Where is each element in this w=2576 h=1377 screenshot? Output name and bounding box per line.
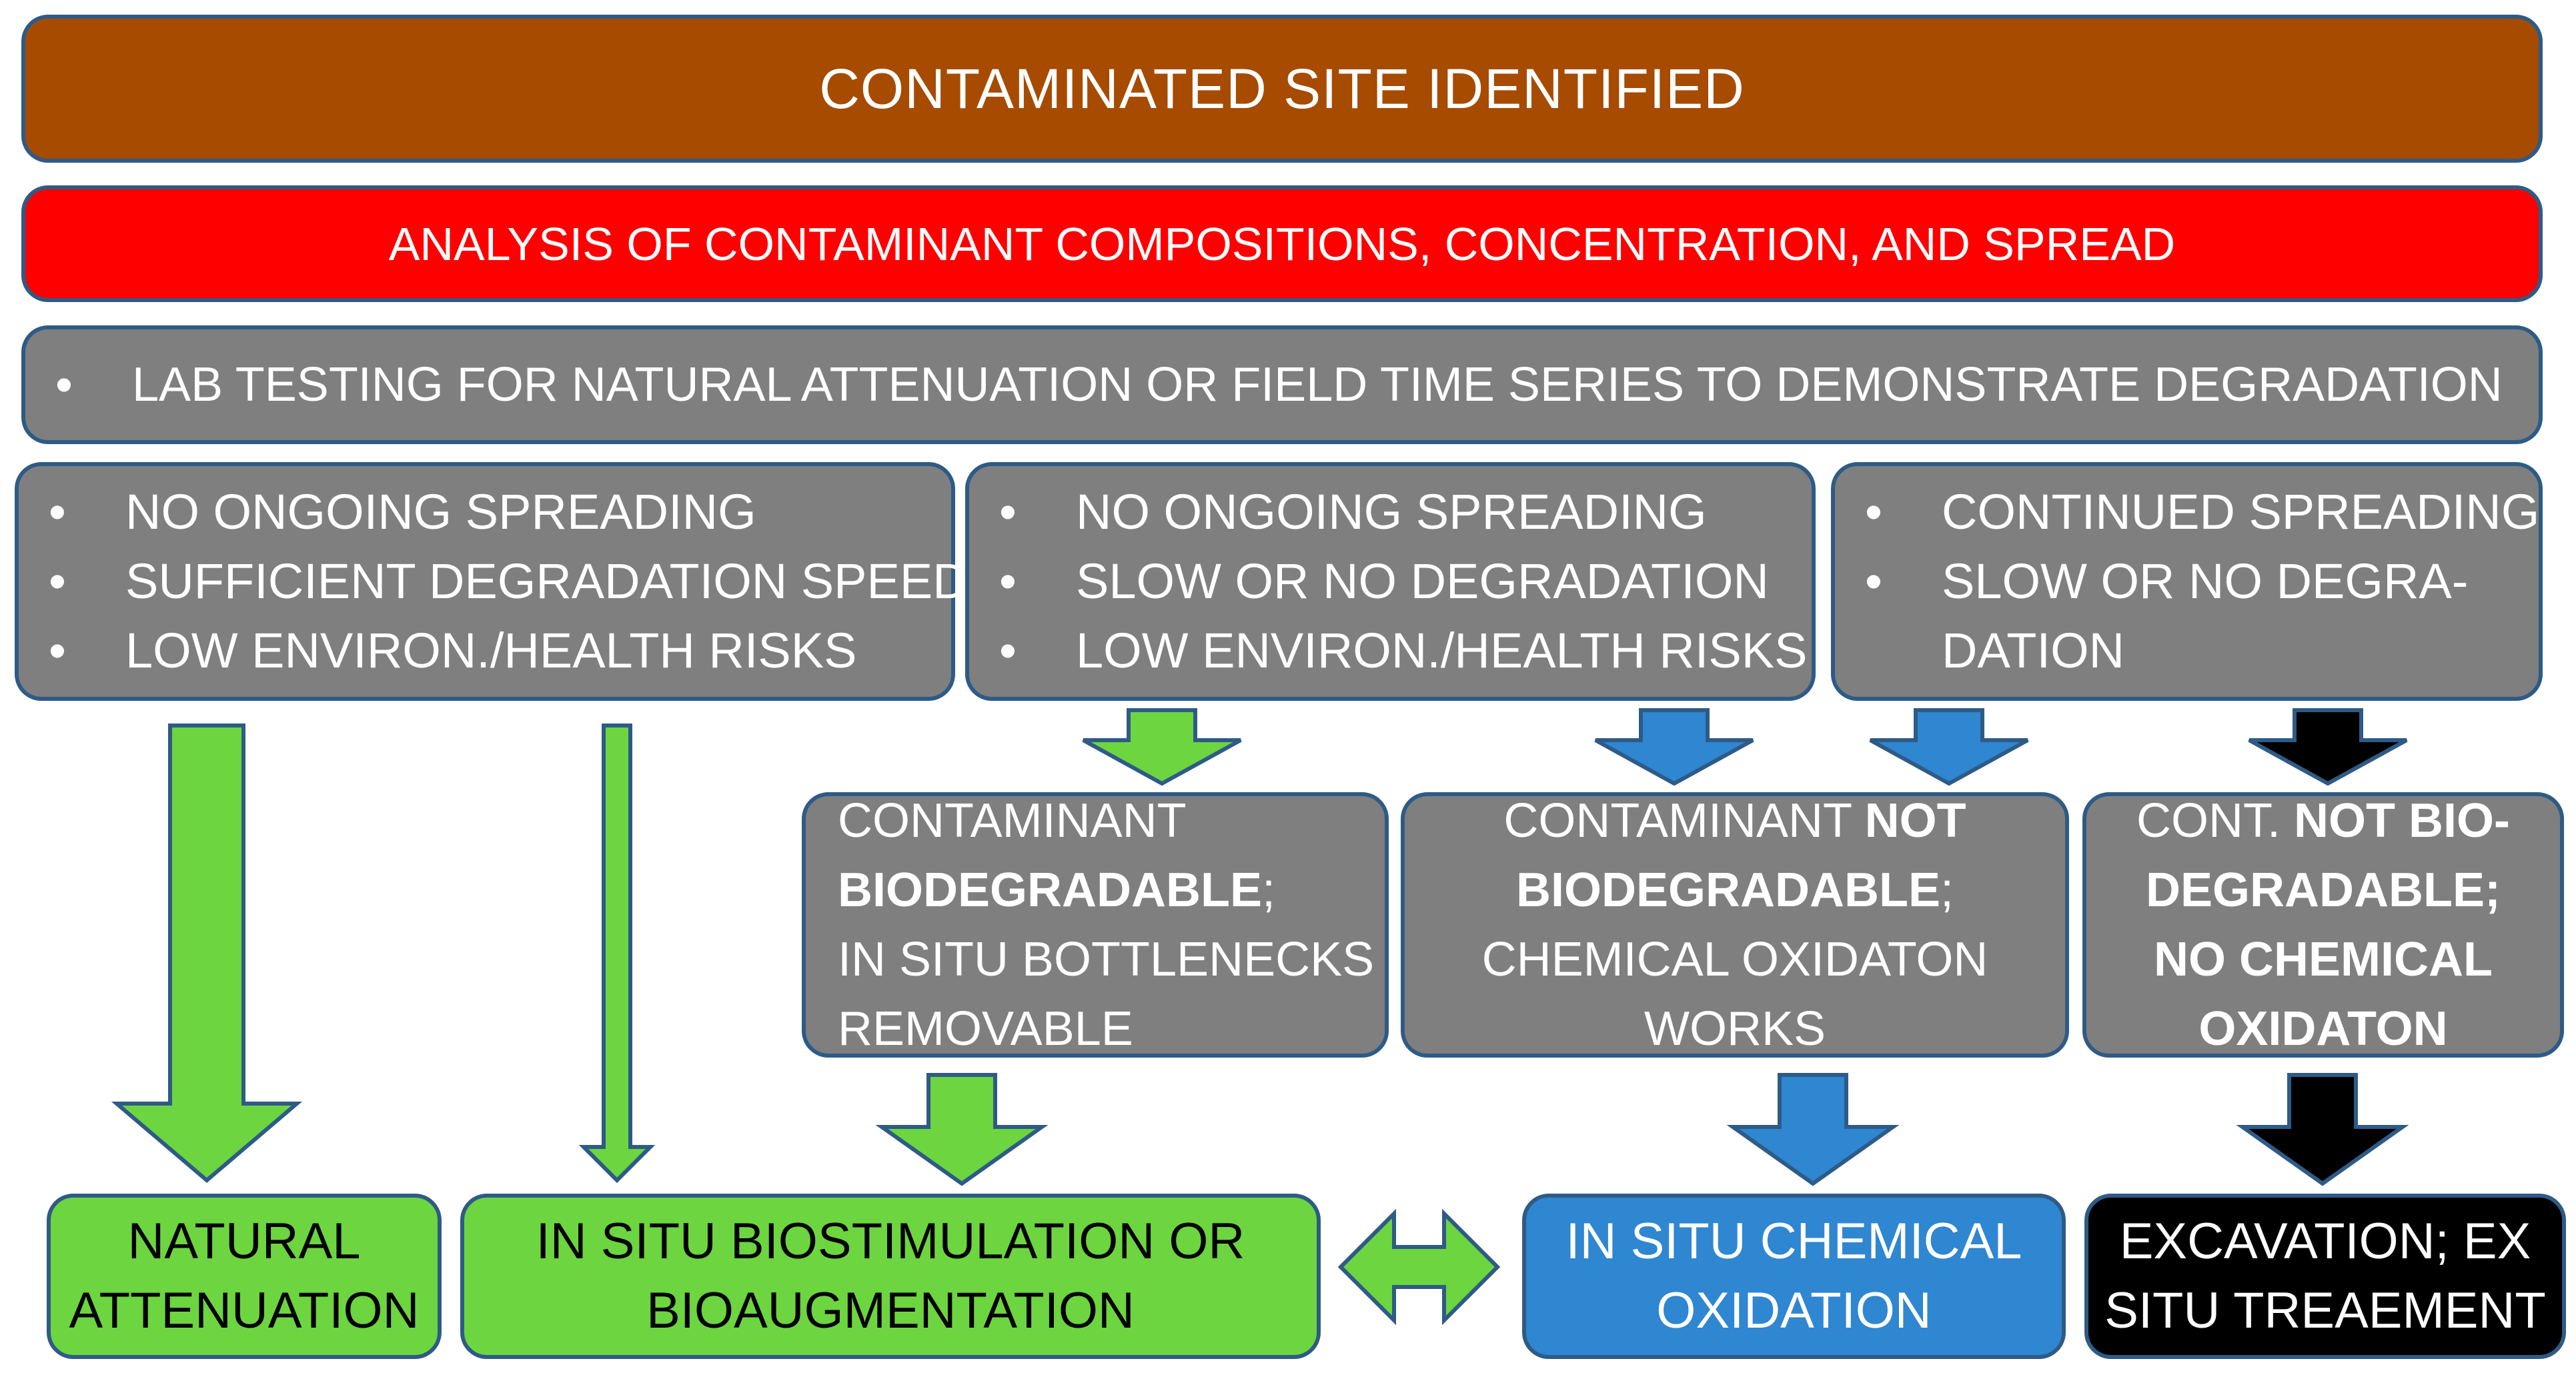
arrow-to-not-biodegradable-1: [1594, 708, 1754, 786]
condition-biodegradable-line3: IN SITU BOTTLENECKS: [838, 933, 1375, 986]
contaminated-site-banner: CONTAMINATED SITE IDENTIFIED: [21, 15, 2543, 163]
outcome-biostimulation-line1: IN SITU BIOSTIMULATION OR: [536, 1213, 1245, 1270]
scenario-2-item: NO ONGOING SPREADING: [969, 477, 1808, 547]
condition-not-biodegradable-plain: CONTAMINANT: [1503, 794, 1865, 848]
scenario-box-2: NO ONGOING SPREADING SLOW OR NO DEGRADAT…: [965, 462, 1816, 701]
scenario-1-item: NO ONGOING SPREADING: [19, 477, 969, 547]
condition-biodegradable-line1: CONTAMINANT: [838, 794, 1187, 848]
condition-no-option-box: CONT. NOT BIO- DEGRADABLE; NO CHEMICAL O…: [2082, 792, 2564, 1058]
scenario-2-item: LOW ENVIRON./HEALTH RISKS: [969, 616, 1808, 685]
outcome-chemical-oxidation: IN SITU CHEMICAL OXIDATION: [1522, 1194, 2066, 1359]
outcome-excavation-line2: SITU TREAEMENT: [2104, 1282, 2546, 1339]
scenario-3-item: CONTINUED SPREADING: [1835, 477, 2539, 547]
condition-not-biodegradable-semicolon: ;: [1940, 864, 1954, 917]
outcome-natural-attenuation-line2: ATTENUATION: [69, 1282, 420, 1339]
arrow-to-not-biodegradable-2: [1869, 708, 2029, 786]
condition-no-option-bold2: DEGRADABLE;: [2146, 864, 2501, 917]
condition-no-option-line1: CONT. NOT BIO-: [2136, 786, 2510, 856]
arrow-to-chemical-oxidation: [1726, 1073, 1900, 1186]
arrow-to-biostimulation-thin: [578, 724, 656, 1184]
outcome-excavation: EXCAVATION; EX SITU TREAEMENT: [2084, 1194, 2566, 1359]
scenario-3-item: DATION: [1942, 623, 2125, 678]
condition-biodegradable-line4: REMOVABLE: [838, 1002, 1133, 1056]
arrow-to-natural-attenuation: [111, 724, 303, 1183]
outcome-biostimulation-line2: BIOAUGMENTATION: [646, 1282, 1135, 1339]
arrow-to-no-option: [2248, 708, 2408, 786]
outcome-excavation-line1: EXCAVATION; EX: [2119, 1213, 2531, 1270]
lab-testing-box: LAB TESTING FOR NATURAL ATTENUATION OR F…: [21, 325, 2543, 444]
analysis-text: ANALYSIS OF CONTAMINANT COMPOSITIONS, CO…: [388, 217, 2176, 270]
condition-biodegradable-line2: BIODEGRADABLE;: [838, 856, 1385, 925]
outcome-chemical-oxidation-line2: OXIDATION: [1656, 1282, 1932, 1339]
scenario-box-3: CONTINUED SPREADING SLOW OR NO DEGRA- DA…: [1831, 462, 2543, 701]
condition-no-option-bold4: OXIDATON: [2198, 1002, 2448, 1056]
condition-not-biodegradable-line2: BIODEGRADABLE;: [1516, 856, 1954, 925]
analysis-banner: ANALYSIS OF CONTAMINANT COMPOSITIONS, CO…: [21, 185, 2543, 302]
condition-biodegradable-semicolon: ;: [1262, 864, 1276, 917]
outcome-natural-attenuation: NATURAL ATTENUATION: [47, 1194, 442, 1359]
arrow-biodegradable-to-biostimulation: [875, 1073, 1049, 1186]
condition-not-biodegradable-line4: WORKS: [1644, 1002, 1826, 1056]
condition-biodegradable-bold: BIODEGRADABLE: [838, 864, 1263, 917]
scenario-1-item: LOW ENVIRON./HEALTH RISKS: [19, 616, 969, 685]
scenario-1-item: SUFFICIENT DEGRADATION SPEED: [19, 547, 969, 616]
arrow-to-excavation: [2236, 1073, 2409, 1186]
condition-not-biodegradable-line3: CHEMICAL OXIDATON: [1481, 933, 1988, 986]
double-arrow-bio-chemical: [1337, 1208, 1501, 1326]
condition-no-option-bold3: NO CHEMICAL: [2154, 933, 2493, 986]
scenario-box-1: NO ONGOING SPREADING SUFFICIENT DEGRADAT…: [15, 462, 969, 701]
outcome-biostimulation: IN SITU BIOSTIMULATION OR BIOAUGMENTATIO…: [460, 1194, 1321, 1359]
outcome-natural-attenuation-line1: NATURAL: [127, 1213, 361, 1270]
condition-no-option-plain: CONT.: [2136, 794, 2295, 848]
lab-testing-text: LAB TESTING FOR NATURAL ATTENUATION OR F…: [25, 350, 2539, 419]
outcome-chemical-oxidation-line1: IN SITU CHEMICAL: [1565, 1213, 2022, 1270]
contaminated-site-title: CONTAMINATED SITE IDENTIFIED: [819, 57, 1745, 120]
condition-not-biodegradable-line1: CONTAMINANT NOT: [1503, 786, 1966, 856]
condition-no-option-bold1: NOT BIO-: [2294, 794, 2510, 848]
condition-not-biodegradable-not: NOT: [1864, 794, 1966, 848]
scenario-3-item: SLOW OR NO DEGRA-: [1835, 547, 2539, 616]
condition-not-biodegradable-box: CONTAMINANT NOT BIODEGRADABLE; CHEMICAL …: [1401, 792, 2069, 1058]
arrow-to-biodegradable: [1082, 708, 1242, 786]
condition-not-biodegradable-bold: BIODEGRADABLE: [1515, 864, 1940, 917]
scenario-2-item: SLOW OR NO DEGRADATION: [969, 547, 1808, 616]
condition-biodegradable-box: CONTAMINANT BIODEGRADABLE; IN SITU BOTTL…: [802, 792, 1389, 1058]
